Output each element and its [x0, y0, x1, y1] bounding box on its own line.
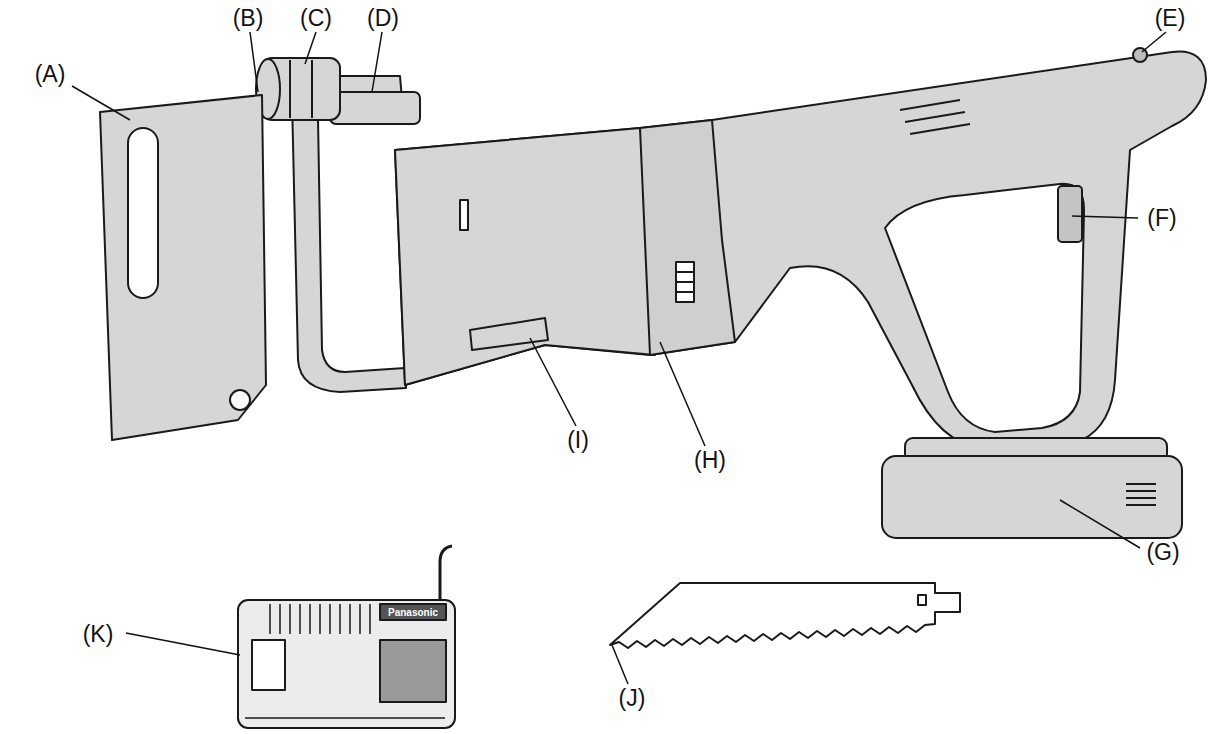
vent [676, 262, 694, 302]
brand-text: Panasonic [388, 607, 438, 618]
part-letter: (H) [694, 447, 726, 474]
part-letter: (J) [619, 685, 646, 712]
charger-panel [380, 640, 446, 702]
saw-body [395, 52, 1206, 448]
leader-lines [72, 32, 1166, 684]
trigger [1058, 186, 1082, 242]
part-letter: (A) [35, 61, 66, 88]
shoe-pivot [230, 390, 250, 410]
part-letter: (D) [367, 5, 399, 32]
part-letter: (G) [1146, 539, 1179, 566]
top-vents [900, 100, 970, 134]
charger-vents [270, 604, 370, 634]
part-letter: (B) [233, 5, 264, 32]
charger-cord [440, 546, 452, 602]
handle-opening [885, 184, 1084, 432]
part-letter: (C) [300, 5, 332, 32]
battery-grip [1126, 484, 1156, 505]
part-letter: (F) [1147, 205, 1176, 232]
part-letter: (I) [567, 427, 589, 454]
charger-socket [252, 640, 285, 690]
battery-pack [882, 456, 1182, 538]
saw-blade [610, 583, 960, 648]
motor-band [640, 120, 735, 355]
part-letter: (K) [83, 621, 114, 648]
gear-housing [395, 128, 655, 385]
shoe-slot [128, 128, 158, 298]
charger-body [238, 600, 455, 728]
shoe-plate [100, 95, 266, 440]
part-letter: (E) [1155, 5, 1186, 32]
plunger [330, 92, 420, 124]
blade-hole [918, 595, 926, 605]
housing-slot [460, 200, 468, 230]
charger-foot [245, 717, 445, 719]
shoe-lever [470, 318, 548, 350]
charger-brand-band [380, 604, 446, 620]
